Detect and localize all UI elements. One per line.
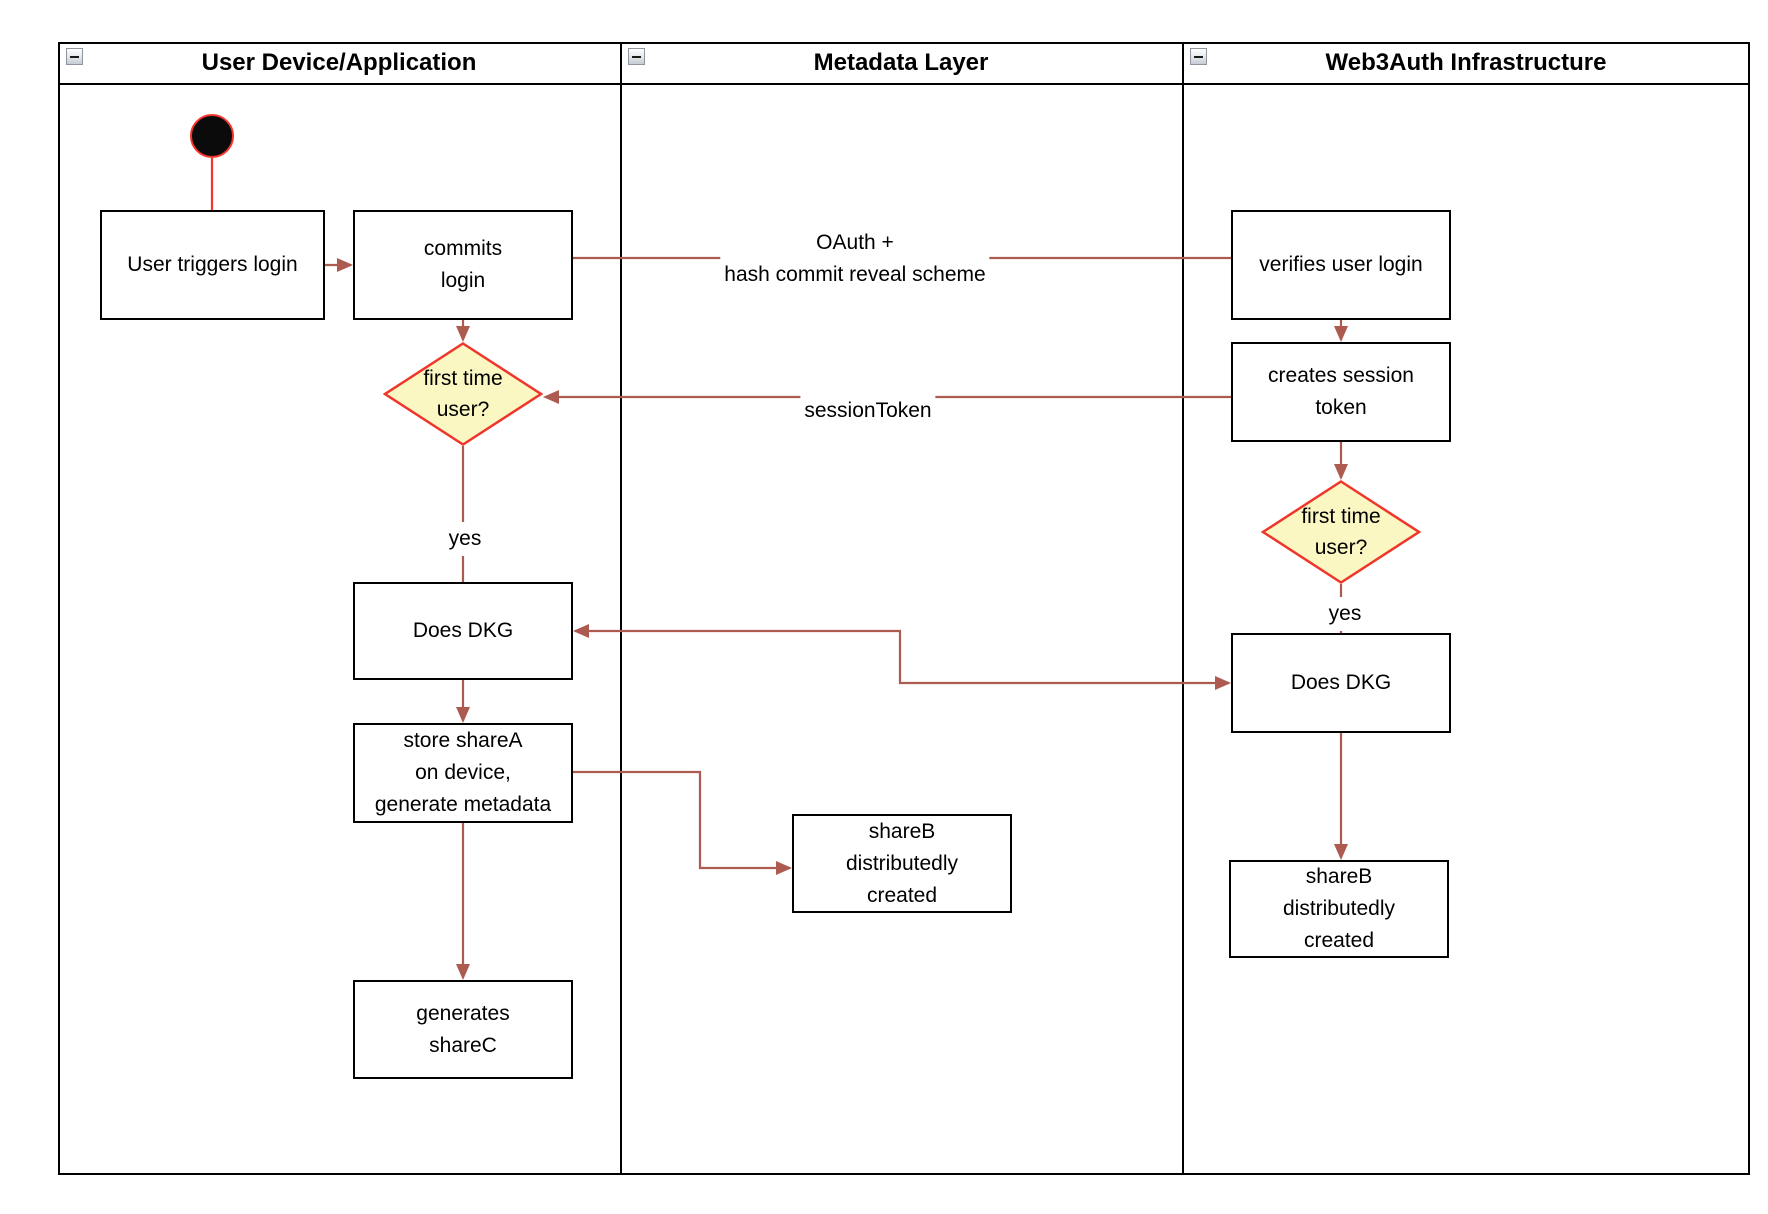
arrowhead-down-icon <box>1334 464 1348 480</box>
edge-dkg-device-dkg-infra[interactable] <box>573 624 1231 690</box>
arrowhead-left-icon <box>573 624 589 638</box>
node-label-line: User triggers login <box>127 253 298 276</box>
minus-icon <box>70 55 79 58</box>
lane-title-user-device[interactable]: User Device/Application <box>201 49 477 76</box>
node-label-line: shareB <box>1305 865 1373 888</box>
node-label-line: generates <box>416 1001 510 1025</box>
node-label-line: login <box>440 269 486 292</box>
node-label-line: created <box>866 883 938 907</box>
node-first-time-user-device[interactable]: first time user? <box>383 342 543 446</box>
edge-verifies-to-creates-session[interactable] <box>1334 320 1348 342</box>
minus-icon <box>632 55 641 58</box>
node-first-time-user-infra[interactable]: first time user? <box>1261 480 1421 584</box>
node-does-dkg-device[interactable]: Does DKG <box>353 582 573 680</box>
edge-label-yes-infra-label[interactable]: yes <box>1324 597 1366 631</box>
node-label-line: Does DKG <box>412 619 514 642</box>
node-verifies-user-login[interactable]: verifies user login <box>1231 210 1451 320</box>
node-label: first time user? <box>383 342 543 446</box>
node-label-line: distributedly <box>845 851 959 875</box>
node-label-line: created <box>1303 929 1375 952</box>
edge-label-line: OAuth + <box>816 231 894 254</box>
collapse-lane-metadata-layer-button[interactable] <box>628 48 645 65</box>
arrowhead-right-icon <box>337 258 353 272</box>
node-user-triggers-login[interactable]: User triggers login <box>100 210 325 320</box>
edge-store-to-generates-sharec[interactable] <box>456 823 470 980</box>
node-creates-session-token[interactable]: creates session token <box>1231 342 1451 442</box>
node-label-line: store shareA <box>403 729 523 752</box>
node-label-line: first time <box>423 367 503 390</box>
swimlane-frame <box>58 42 1750 1175</box>
node-shareb-metadata[interactable]: shareB distributedly created <box>792 814 1012 913</box>
node-label-line: token <box>1315 396 1367 419</box>
lane-title-web3auth-infrastructure[interactable]: Web3Auth Infrastructure <box>1325 49 1607 76</box>
node-generates-sharec[interactable]: generates shareC <box>353 980 573 1079</box>
swimlane-header-separator <box>58 83 1750 85</box>
arrowhead-down-icon <box>456 326 470 342</box>
diamond-shape <box>1261 480 1421 584</box>
edge-creates-session-to-firsttime-infra[interactable] <box>1334 442 1348 480</box>
edge-label-line: hash commit reveal scheme <box>724 263 986 286</box>
minus-icon <box>1194 55 1203 58</box>
edge-label-line: sessionToken <box>804 399 932 422</box>
edge-dkg-device-to-store[interactable] <box>456 680 470 723</box>
node-label: first time user? <box>1261 480 1421 584</box>
lane-title-metadata-layer[interactable]: Metadata Layer <box>813 49 989 76</box>
edge-label-line: yes <box>448 527 482 550</box>
node-label-line: first time <box>1301 505 1381 528</box>
node-start-state[interactable] <box>190 114 234 158</box>
diamond-shape <box>383 342 543 446</box>
node-shareb-infra[interactable]: shareB distributedly created <box>1229 860 1449 958</box>
collapse-lane-web3auth-infrastructure-button[interactable] <box>1190 48 1207 65</box>
lane-boundary-metadata-layer <box>620 42 622 1175</box>
arrowhead-down-icon <box>1334 326 1348 342</box>
edge-user-triggers-to-commits[interactable] <box>325 258 353 272</box>
lane-boundary-web3auth-infrastructure <box>1182 42 1184 1175</box>
edge-label-yes-device-label[interactable]: yes <box>444 522 486 556</box>
arrowhead-right-icon <box>776 861 792 875</box>
edge-store-to-shareb-metadata[interactable] <box>573 770 792 875</box>
arrowhead-right-icon <box>1215 676 1231 690</box>
arrowhead-left-icon <box>543 390 559 404</box>
node-label-line: generate metadata <box>374 793 552 816</box>
edge-label-oauth-label[interactable]: OAuth + hash commit reveal scheme <box>720 226 990 292</box>
edge-dkg-infra-to-shareb-infra[interactable] <box>1334 733 1348 860</box>
node-label-line: creates session <box>1268 364 1414 387</box>
collapse-lane-user-device-button[interactable] <box>66 48 83 65</box>
node-commits-login[interactable]: commits login <box>353 210 573 320</box>
edge-label-sessiontoken-label[interactable]: sessionToken <box>800 394 936 428</box>
node-store-sharea[interactable]: store shareA on device, generate metadata <box>353 723 573 823</box>
node-label-line: shareB <box>868 819 936 843</box>
edge-commits-to-firsttime[interactable] <box>456 320 470 342</box>
arrowhead-down-icon <box>456 707 470 723</box>
arrowhead-down-icon <box>1334 844 1348 860</box>
node-label-line: distributedly <box>1282 897 1396 920</box>
node-label-line: user? <box>1314 536 1368 559</box>
node-label-line: Does DKG <box>1290 671 1392 694</box>
node-label-line: verifies user login <box>1259 253 1423 276</box>
node-label-line: commits <box>423 237 503 260</box>
arrowhead-down-icon <box>456 964 470 980</box>
node-label-line: on device, <box>415 761 511 784</box>
node-label-line: user? <box>436 398 490 421</box>
node-label-line: shareC <box>429 1033 497 1057</box>
node-does-dkg-infra[interactable]: Does DKG <box>1231 633 1451 733</box>
edge-label-line: yes <box>1328 602 1362 625</box>
